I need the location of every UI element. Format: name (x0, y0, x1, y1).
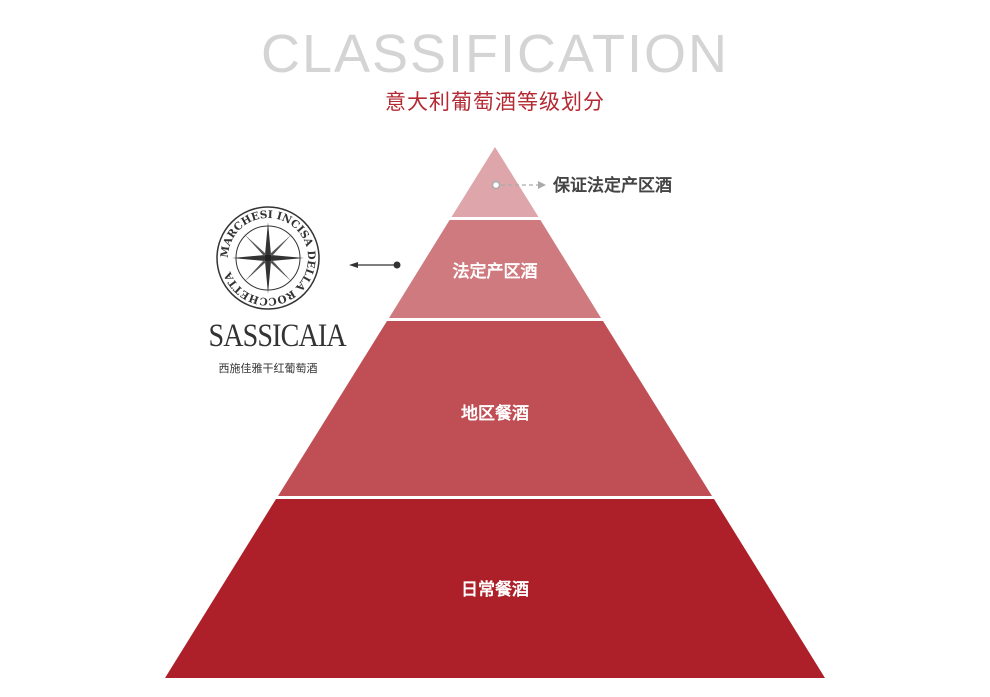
tier-vdt (165, 499, 825, 678)
brand-name: SASSICAIA (208, 318, 347, 354)
sassicaia-seal-logo: MARCHESI INCISA DELLA ROCCHETTA (216, 206, 320, 310)
tier-doc (389, 220, 601, 318)
docg-marker-icon (491, 180, 501, 190)
brand-cn-name: 西施佳雅干红葡萄酒 (218, 362, 318, 375)
page-title: CLASSIFICATION (260, 24, 730, 84)
page-subtitle: 意大利葡萄酒等级划分 (385, 90, 605, 114)
tier-igt (278, 321, 712, 496)
tier-label-igt: 地区餐酒 (461, 403, 529, 424)
tier-label-docg: 保证法定产区酒 (552, 175, 672, 196)
tier-label-vdt: 日常餐酒 (461, 579, 529, 600)
arrow-head-icon (538, 181, 546, 189)
tier-label-doc: 法定产区酒 (453, 261, 538, 282)
pointer-arrow-icon (349, 262, 358, 268)
